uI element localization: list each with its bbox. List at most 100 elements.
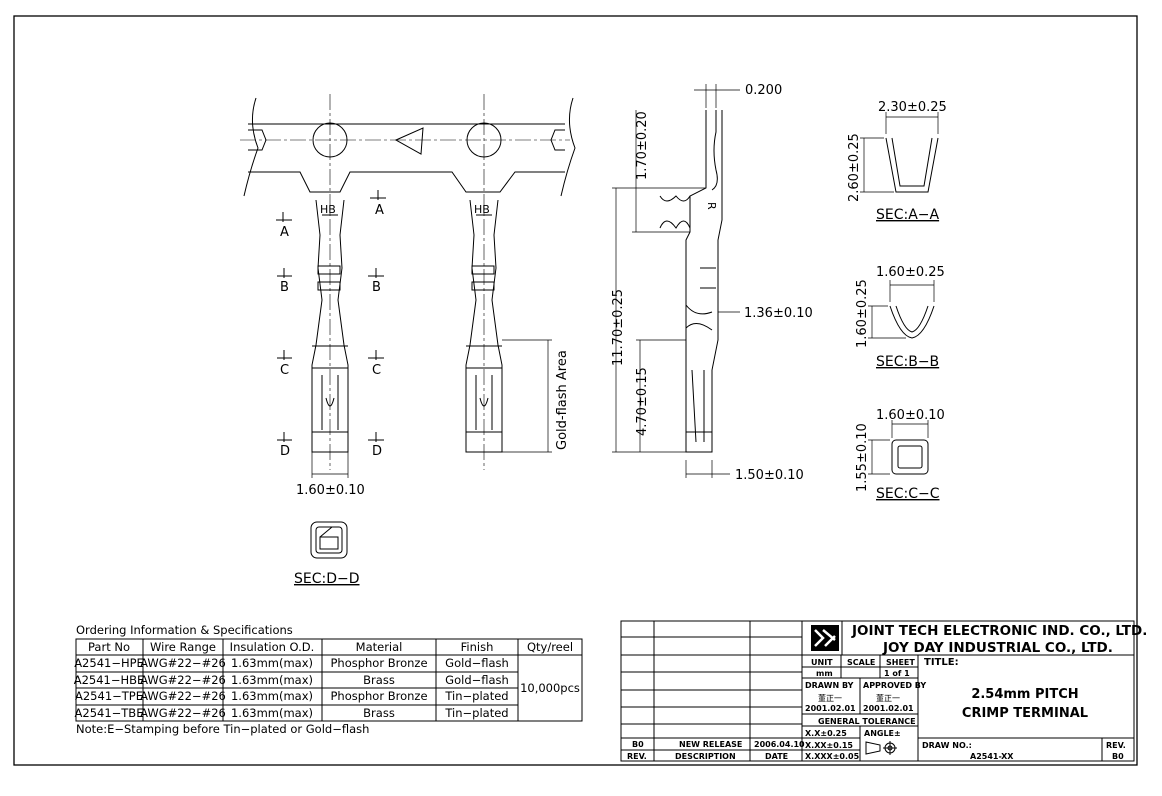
cut-label-c-right: C [372, 363, 381, 378]
dim-total-length: 11.70±0.25 [611, 289, 626, 366]
cell-part: A2541−HBE [74, 673, 145, 687]
section-b-view [868, 280, 935, 339]
col-qty: Qty/reel [527, 640, 573, 654]
hb-mark-2: HB [474, 203, 490, 216]
cell-material: Phosphor Bronze [330, 656, 427, 670]
dim-mid-width: 1.36±0.10 [744, 306, 813, 321]
cell-material: Brass [363, 673, 395, 687]
unit-label: UNIT [811, 658, 833, 667]
cut-label-a-right: A [375, 203, 384, 218]
dim-sec-a-width: 2.30±0.25 [878, 100, 947, 115]
col-part-no: Part No [88, 640, 130, 654]
approved-date: 2001.02.01 [863, 704, 914, 713]
cell-finish: Gold−flash [445, 673, 509, 687]
draw-no-label: DRAW NO.: [922, 741, 972, 750]
approved-by-label: APPROVED BY [863, 681, 926, 690]
dim-sec-c-width: 1.60±0.10 [876, 408, 945, 423]
tolerance-1: X.X±0.25 [805, 729, 847, 738]
angle-label: ANGLE± [864, 729, 901, 738]
side-view [612, 84, 740, 478]
section-label-d: SEC:D−D [294, 571, 360, 587]
dim-front-width: 1.60±0.10 [296, 483, 365, 498]
dim-pitch: 0.200 [745, 83, 782, 98]
cell-material: Phosphor Bronze [330, 689, 427, 703]
history-description: NEW RELEASE [679, 740, 742, 749]
tolerance-2: X.XX±0.15 [805, 741, 853, 750]
col-material: Material [356, 640, 403, 654]
col-finish: Finish [461, 640, 494, 654]
history-col-date: DATE [765, 752, 788, 761]
cell-part: A2541−HPE [74, 656, 144, 670]
cell-wire: AWG#22−#26 [140, 673, 226, 687]
history-date: 2006.04.10 [754, 740, 805, 749]
cell-finish: Tin−plated [444, 706, 508, 720]
ordering-title: Ordering Information & Specifications [76, 623, 293, 637]
hb-mark-1: HB [320, 203, 336, 216]
history-col-description: DESCRIPTION [675, 752, 736, 761]
drawn-by-label: DRAWN BY [805, 681, 854, 690]
front-view [240, 94, 576, 478]
history-rev: B0 [632, 740, 644, 749]
cut-label-d-left: D [280, 444, 290, 459]
col-wire-range: Wire Range [150, 640, 216, 654]
cell-material: Brass [363, 706, 395, 720]
dim-sec-c-height: 1.55±0.10 [855, 423, 870, 492]
section-c-view [868, 420, 929, 475]
scale-label: SCALE [847, 658, 875, 667]
title-label: TITLE: [924, 657, 959, 668]
company-name-2: JOY DAY INDUSTRIAL CO., LTD. [882, 640, 1113, 656]
title-block [620, 620, 1135, 762]
section-a-view [860, 112, 939, 193]
drawing-title-line-1: 2.54mm PITCH [971, 687, 1078, 702]
company-logo [811, 625, 839, 651]
cell-od: 1.63mm(max) [231, 706, 313, 720]
cell-finish: Gold−flash [445, 656, 509, 670]
draw-no: A2541-XX [970, 752, 1014, 761]
general-tolerance-label: GENERAL TOLERANCE [818, 717, 916, 726]
cut-label-b-left: B [280, 280, 289, 295]
col-insulation: Insulation O.D. [230, 640, 315, 654]
cell-part: A2541−TBE [75, 706, 144, 720]
tolerance-3: X.XXX±0.05 [805, 752, 860, 761]
cell-od: 1.63mm(max) [231, 689, 313, 703]
section-label-a: SEC:A−A [876, 207, 940, 223]
ordering-note: Note:E−Stamping before Tin−plated or Gol… [76, 722, 369, 736]
sheet-label: SHEET [886, 658, 915, 667]
section-cut-marks [276, 190, 386, 442]
cell-od: 1.63mm(max) [231, 673, 313, 687]
dim-sec-a-height: 2.60±0.25 [847, 133, 862, 202]
dim-gold-area: Gold-flash Area [555, 350, 570, 450]
drawing-title-line-2: CRIMP TERMINAL [962, 706, 1088, 721]
dim-bottom-width: 1.50±0.10 [735, 468, 804, 483]
company-name-1: JOINT TECH ELECTRONIC IND. CO., LTD. [851, 623, 1147, 639]
dim-sec-b-width: 1.60±0.25 [876, 265, 945, 280]
unit-value: mm [816, 669, 833, 678]
r-mark: R [705, 202, 718, 210]
cell-finish: Tin−plated [444, 689, 508, 703]
dim-contact-length: 4.70±0.15 [635, 367, 650, 436]
drawn-date: 2001.02.01 [805, 704, 856, 713]
rev-label: REV. [1106, 741, 1126, 750]
dim-sec-b-height: 1.60±0.25 [855, 279, 870, 348]
sheet-value: 1 of 1 [884, 669, 910, 678]
cell-wire: AWG#22−#26 [140, 656, 226, 670]
cut-label-a-left: A [280, 225, 289, 240]
cut-label-c-left: C [280, 363, 289, 378]
section-label-c: SEC:C−C [876, 486, 940, 502]
cut-label-d-right: D [372, 444, 382, 459]
drawn-by-name: 董正一 [818, 693, 842, 703]
dim-top-section: 1.70±0.20 [635, 111, 650, 180]
cell-wire: AWG#22−#26 [140, 689, 226, 703]
cell-qty: 10,000pcs [520, 681, 580, 695]
rev-value: B0 [1112, 752, 1124, 761]
history-col-rev: REV. [627, 752, 647, 761]
drawing-border [13, 15, 1138, 766]
cell-wire: AWG#22−#26 [140, 706, 226, 720]
cell-part: A2541−TPE [75, 689, 143, 703]
approved-by-name: 董正一 [876, 693, 900, 703]
section-d-view [310, 521, 348, 559]
section-label-b: SEC:B−B [876, 354, 939, 370]
projection-symbol-icon [865, 741, 897, 755]
cut-label-b-right: B [372, 280, 381, 295]
